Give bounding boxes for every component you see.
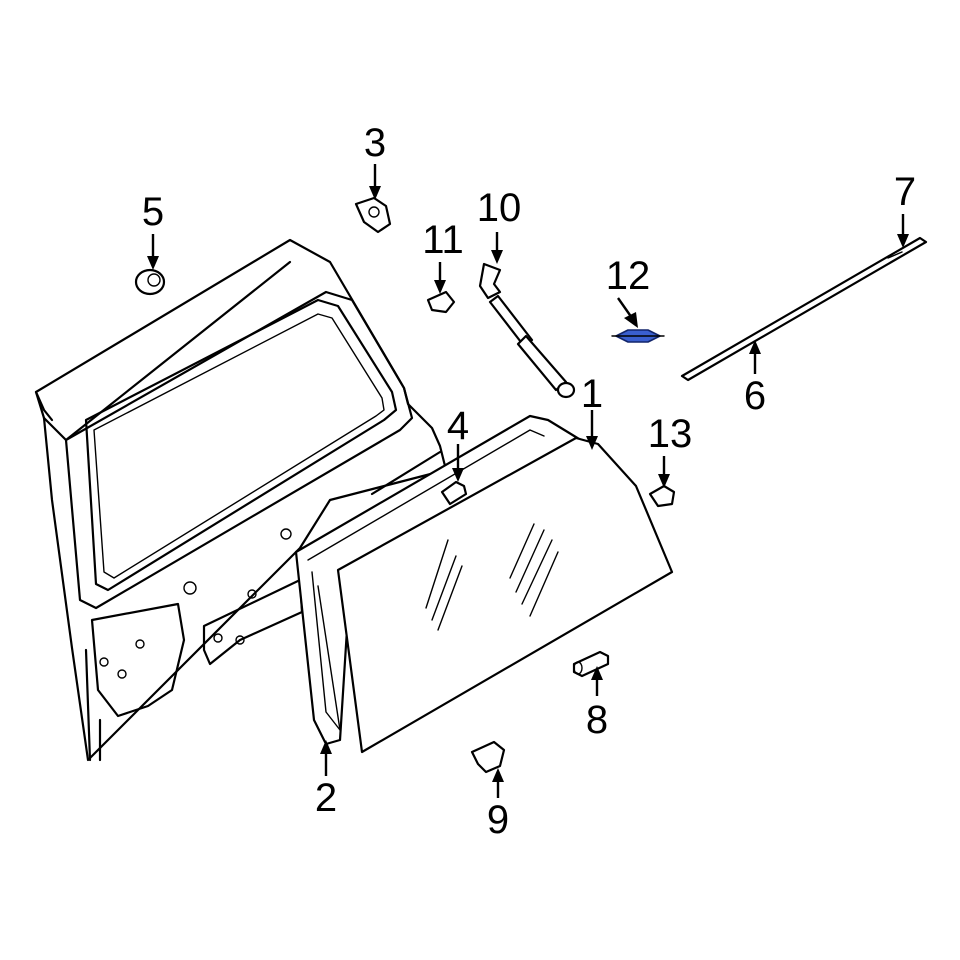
callout-1: 1 [580, 372, 604, 416]
part-13-cap [648, 484, 676, 508]
back-glass [336, 436, 674, 754]
callout-12: 12 [605, 254, 651, 298]
callout-13: 13 [647, 412, 693, 456]
part-10-strut [478, 262, 576, 399]
callout-5: 5 [141, 190, 165, 234]
part-4-pin [440, 480, 468, 506]
part-5-grommet [134, 268, 166, 296]
callout-4: 4 [446, 404, 470, 448]
callout-3: 3 [363, 121, 387, 165]
leader-arrows [147, 164, 909, 798]
part-9-clip [470, 740, 506, 774]
part-8-bumper [572, 650, 610, 678]
callout-2: 2 [314, 776, 338, 820]
callout-7: 7 [893, 170, 917, 214]
part-3-bracket [354, 196, 392, 234]
part-11-cap [426, 290, 456, 314]
callout-10: 10 [476, 186, 522, 230]
callout-8: 8 [585, 698, 609, 742]
callout-9: 9 [486, 798, 510, 842]
liftgate-panel [34, 238, 448, 762]
part-12-highlighted-clip [611, 329, 665, 343]
callout-6: 6 [743, 374, 767, 418]
callout-11: 11 [422, 218, 464, 262]
part-6-molding [680, 236, 928, 382]
